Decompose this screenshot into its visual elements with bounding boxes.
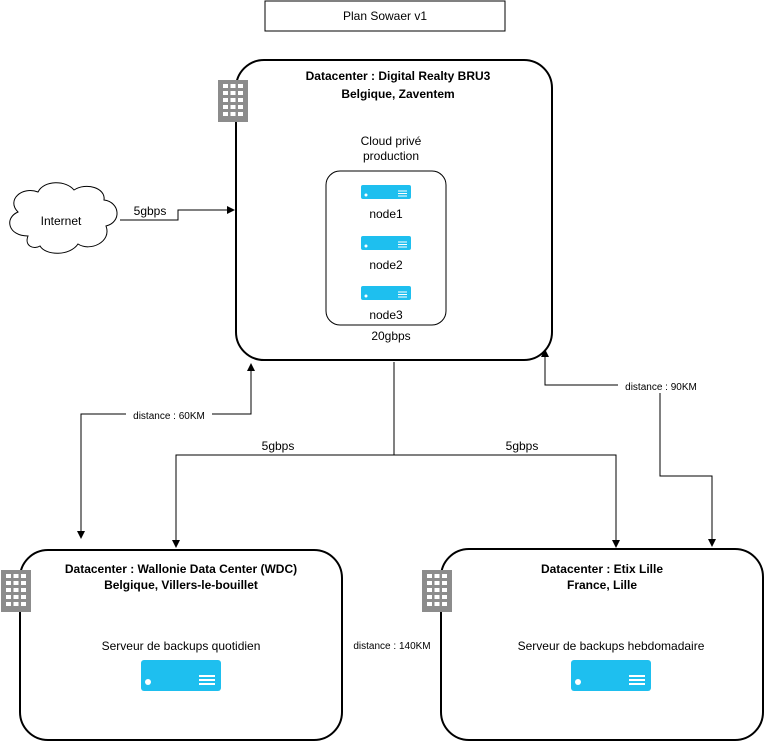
datacenter-building-icon — [1, 570, 31, 612]
main-datacenter-location: Belgique, Zaventem — [341, 87, 454, 101]
between-distance-label: distance : 140KM — [353, 641, 430, 652]
internet-cloud: Internet — [9, 182, 118, 254]
private-cloud-container: node1 node2 node3 — [325, 170, 447, 326]
wdc-distance-label: distance : 60KM — [133, 411, 205, 422]
backup-server-icon — [141, 660, 221, 691]
node3-label: node3 — [369, 308, 403, 322]
lille-distance-link: distance : 90KM — [541, 349, 716, 547]
wdc-service-label: Serveur de backups quotidien — [102, 639, 261, 653]
diagram-title: Plan Sowaer v1 — [343, 9, 427, 23]
internet-label: Internet — [41, 214, 82, 228]
lille-distance-label: distance : 90KM — [625, 382, 697, 393]
wdc-datacenter-location: Belgique, Villers-le-bouillet — [104, 578, 258, 592]
lille-datacenter: Datacenter : Etix Lille France, Lille Se… — [422, 548, 764, 741]
datacenter-building-icon — [422, 570, 452, 612]
node2-label: node2 — [369, 258, 403, 272]
lille-speed-label: 5gbps — [506, 439, 539, 453]
main-datacenter-title: Datacenter : Digital Realty BRU3 — [306, 69, 491, 83]
internet-speed-label: 5gbps — [134, 204, 167, 218]
internet-link: 5gbps — [120, 204, 235, 221]
lille-datacenter-location: France, Lille — [567, 578, 637, 592]
node1-label: node1 — [369, 207, 403, 221]
node1-server-icon — [361, 185, 411, 199]
wdc-distance-link: distance : 60KM — [77, 363, 255, 539]
wdc-datacenter: Datacenter : Wallonie Data Center (WDC) … — [1, 549, 343, 741]
datacenter-building-icon — [218, 80, 248, 122]
wdc-datacenter-title: Datacenter : Wallonie Data Center (WDC) — [65, 562, 297, 576]
backup-server-icon — [571, 660, 651, 691]
lille-service-label: Serveur de backups hebdomadaire — [518, 639, 705, 653]
internal-speed-label: 20gbps — [371, 329, 410, 343]
cloud-label-line2: production — [363, 149, 419, 163]
main-datacenter: Datacenter : Digital Realty BRU3 Belgiqu… — [218, 59, 553, 361]
diagram-title-box: Plan Sowaer v1 — [264, 0, 506, 32]
node3-server-icon — [361, 286, 411, 300]
cloud-label-line1: Cloud privé — [361, 134, 422, 148]
lille-datacenter-title: Datacenter : Etix Lille — [541, 562, 663, 576]
node2-server-icon — [361, 236, 411, 250]
wdc-speed-label: 5gbps — [262, 439, 295, 453]
main-to-backup-links: 5gbps 5gbps — [172, 362, 620, 548]
